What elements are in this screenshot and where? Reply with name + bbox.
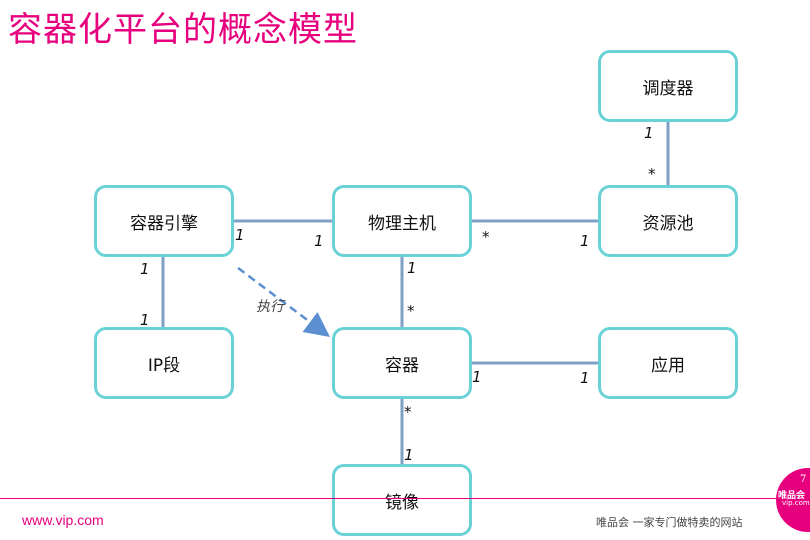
- footer-slogan: 唯品会 一家专门做特卖的网站: [596, 516, 743, 529]
- multiplicity-label: 1: [140, 260, 150, 278]
- multiplicity-label: *: [407, 302, 415, 320]
- node-ip-segment[interactable]: IP段: [94, 327, 234, 399]
- multiplicity-label: *: [404, 403, 412, 421]
- node-resource-pool[interactable]: 资源池: [598, 185, 738, 257]
- multiplicity-label: 1: [580, 232, 590, 250]
- node-physical-host[interactable]: 物理主机: [332, 185, 472, 257]
- link-engine-container-execute: [237, 267, 330, 337]
- multiplicity-label: 1: [235, 226, 245, 244]
- node-scheduler[interactable]: 调度器: [598, 50, 738, 122]
- multiplicity-label: 1: [580, 369, 590, 387]
- node-image[interactable]: 镜像: [332, 464, 472, 536]
- multiplicity-label: 1: [140, 311, 150, 329]
- footer-divider: [0, 498, 785, 499]
- multiplicity-label: 1: [404, 446, 414, 464]
- multiplicity-label: *: [648, 165, 656, 183]
- multiplicity-label: 1: [472, 368, 482, 386]
- brand-name: 唯品会: [778, 491, 806, 501]
- multiplicity-label: 1: [314, 232, 324, 250]
- multiplicity-label: 1: [644, 124, 654, 142]
- brand-url: vip.com: [782, 499, 810, 507]
- multiplicity-label: 1: [407, 259, 417, 277]
- multiplicity-label: *: [482, 228, 490, 246]
- node-container-engine[interactable]: 容器引擎: [94, 185, 234, 257]
- page-title: 容器化平台的概念模型: [8, 10, 358, 50]
- execute-edge-label: 执行: [256, 299, 284, 315]
- node-application[interactable]: 应用: [598, 327, 738, 399]
- page-number: 7: [800, 474, 807, 485]
- node-container[interactable]: 容器: [332, 327, 472, 399]
- footer-url[interactable]: www.vip.com: [22, 512, 104, 528]
